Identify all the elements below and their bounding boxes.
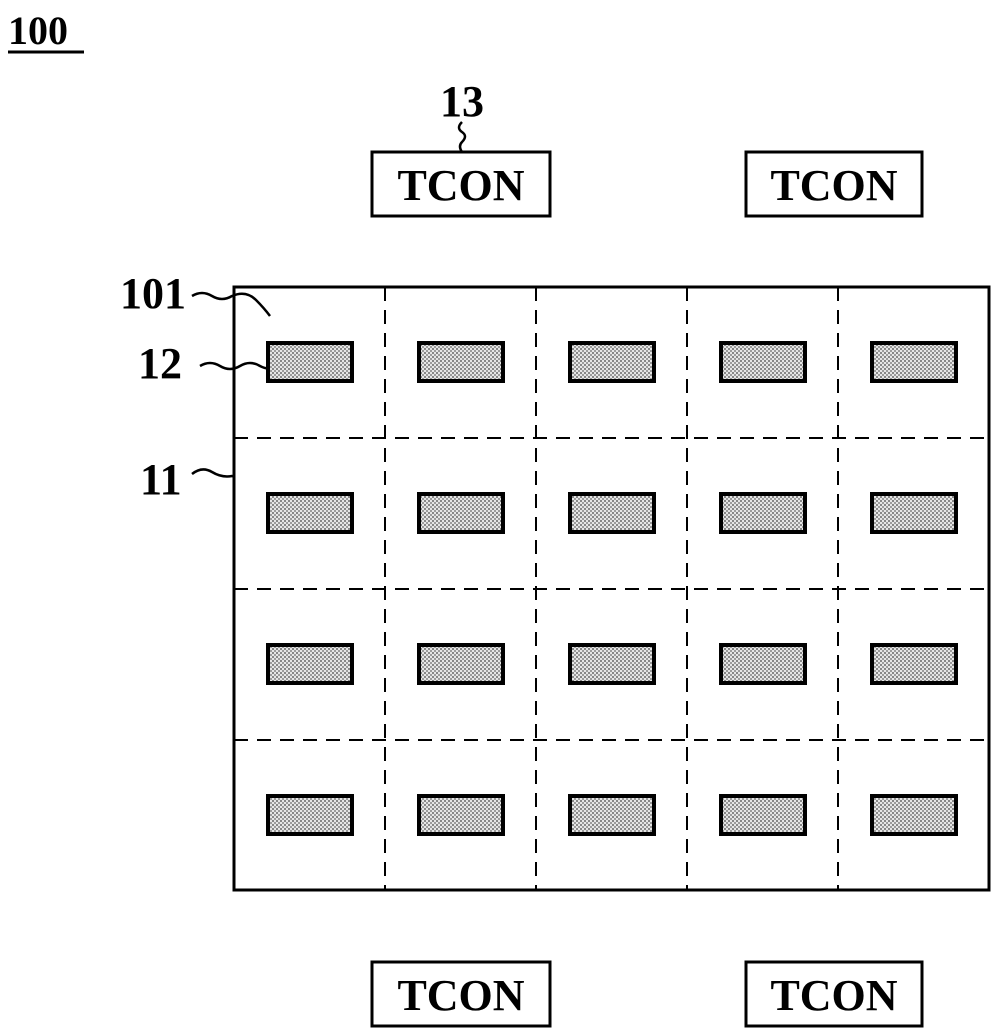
chip-3-4	[721, 645, 805, 683]
chip-2-1	[268, 494, 352, 532]
chip-2-4	[721, 494, 805, 532]
chip-3-1	[268, 645, 352, 683]
tcon-bottom-left: TCON	[372, 962, 550, 1026]
chip-4-3	[570, 796, 654, 834]
leader-tcon	[459, 122, 465, 152]
chip-2-2	[419, 494, 503, 532]
tcon-label: TCON	[397, 161, 524, 210]
ref-label-tcon: 13	[440, 77, 484, 126]
leader-panel	[192, 293, 270, 316]
chip-4-4	[721, 796, 805, 834]
tcon-top-right: TCON	[746, 152, 922, 216]
ref-label-region: 11	[140, 455, 182, 504]
chip-1-1	[268, 343, 352, 381]
ref-label-chip: 12	[138, 339, 182, 388]
tcon-label: TCON	[770, 971, 897, 1020]
figure-number: 100	[8, 8, 68, 53]
ref-label-panel: 101	[120, 269, 186, 318]
chip-3-5	[872, 645, 956, 683]
chip-4-1	[268, 796, 352, 834]
tcon-label: TCON	[397, 971, 524, 1020]
tcon-label: TCON	[770, 161, 897, 210]
chip-3-2	[419, 645, 503, 683]
chip-2-3	[570, 494, 654, 532]
chip-2-5	[872, 494, 956, 532]
chip-1-2	[419, 343, 503, 381]
chip-4-2	[419, 796, 503, 834]
chip-4-5	[872, 796, 956, 834]
chip-1-4	[721, 343, 805, 381]
tcon-bottom-right: TCON	[746, 962, 922, 1026]
chip-1-3	[570, 343, 654, 381]
leader-region	[192, 469, 234, 478]
chip-1-5	[872, 343, 956, 381]
tcon-top-left: TCON	[372, 152, 550, 216]
chip-3-3	[570, 645, 654, 683]
